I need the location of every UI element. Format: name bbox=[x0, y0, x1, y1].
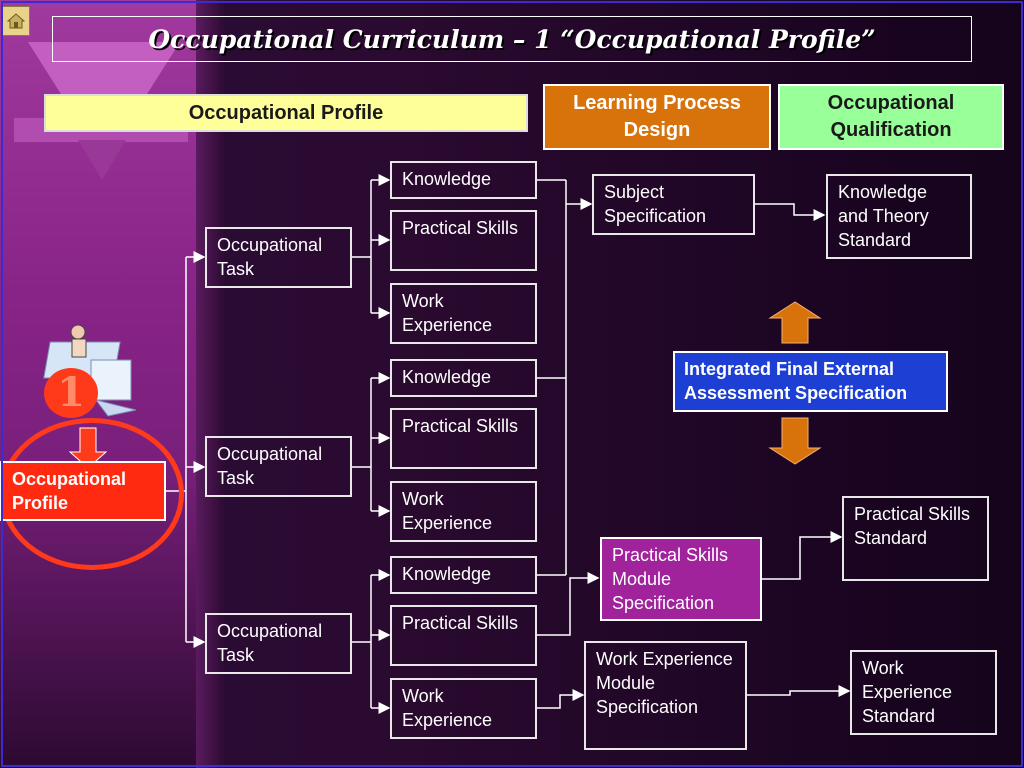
decor-triangle-small bbox=[78, 140, 126, 180]
work-experience-standard[interactable]: Work Experience Standard bbox=[850, 650, 997, 735]
learning-process-design-header: Learning Process Design bbox=[543, 84, 771, 150]
occupational-profile-root[interactable]: Occupational Profile bbox=[0, 461, 166, 521]
work-experience-box-2[interactable]: Work Experience bbox=[390, 481, 537, 542]
knowledge-box-3[interactable]: Knowledge bbox=[390, 556, 537, 594]
knowledge-theory-standard[interactable]: Knowledge and Theory Standard bbox=[826, 174, 972, 259]
practical-skills-box-1[interactable]: Practical Skills bbox=[390, 210, 537, 271]
occupational-task-3[interactable]: Occupational Task bbox=[205, 613, 352, 674]
step-number-badge: 1 bbox=[44, 368, 98, 418]
occupational-task-2[interactable]: Occupational Task bbox=[205, 436, 352, 497]
occupational-profile-header: Occupational Profile bbox=[44, 94, 528, 132]
up-arrow bbox=[768, 301, 822, 344]
work-experience-box-3[interactable]: Work Experience bbox=[390, 678, 537, 739]
subject-specification[interactable]: Subject Specification bbox=[592, 174, 755, 235]
slide-title: Occupational Curriculum – 1 “Occupationa… bbox=[148, 24, 876, 54]
occupational-task-1[interactable]: Occupational Task bbox=[205, 227, 352, 288]
practical-skills-module-specification[interactable]: Practical Skills Module Specification bbox=[600, 537, 762, 621]
knowledge-box-1[interactable]: Knowledge bbox=[390, 161, 537, 199]
down-arrow bbox=[768, 417, 822, 465]
occupational-qualification-header: Occupational Qualification bbox=[778, 84, 1004, 150]
home-icon bbox=[7, 13, 25, 29]
home-button[interactable] bbox=[2, 6, 30, 36]
practical-skills-standard[interactable]: Practical Skills Standard bbox=[842, 496, 989, 581]
slide-title-bar: Occupational Curriculum – 1 “Occupationa… bbox=[52, 16, 972, 62]
practical-skills-box-3[interactable]: Practical Skills bbox=[390, 605, 537, 666]
work-experience-module-specification[interactable]: Work Experience Module Specification bbox=[584, 641, 747, 750]
integrated-final-external-assessment[interactable]: Integrated Final External Assessment Spe… bbox=[673, 351, 948, 412]
practical-skills-box-2[interactable]: Practical Skills bbox=[390, 408, 537, 469]
knowledge-box-2[interactable]: Knowledge bbox=[390, 359, 537, 397]
work-experience-box-1[interactable]: Work Experience bbox=[390, 283, 537, 344]
